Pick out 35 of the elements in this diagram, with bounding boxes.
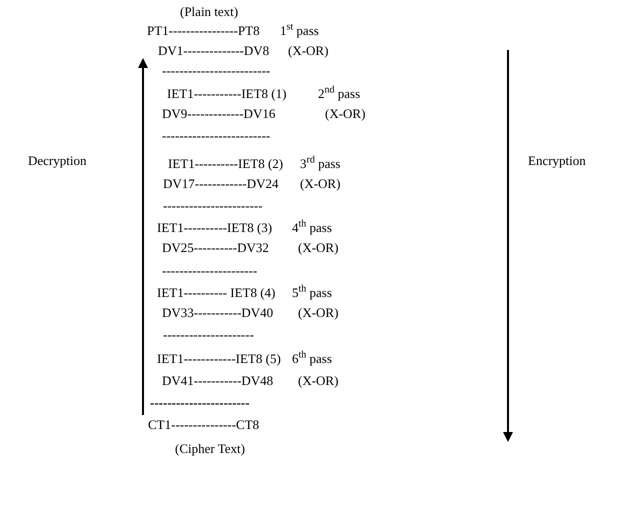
block-row: DV1--------------DV8	[158, 42, 270, 60]
block-row: IET1---------- IET8 (4)	[157, 284, 276, 302]
direction-label: Decryption	[28, 152, 86, 170]
separator-line: -------------------------	[162, 62, 270, 80]
block-row: DV17------------DV24	[163, 175, 279, 193]
pass-label: 6$^{th}$ pass	[292, 350, 332, 368]
pass-label: 1$^{st}$ pass	[280, 22, 319, 40]
block-row: IET1------------IET8 (5)	[157, 350, 281, 368]
separator-line: ----------------------	[162, 262, 258, 280]
direction-label: Encryption	[528, 152, 586, 170]
operation-label: (X-OR)	[298, 304, 338, 322]
block-row: DV41-----------DV48	[162, 372, 274, 390]
operation-label: (X-OR)	[300, 175, 340, 193]
separator-line: ---------------------	[163, 326, 254, 344]
block-row: IET1-----------IET8 (1)	[167, 85, 286, 103]
operation-label: (X-OR)	[298, 372, 338, 390]
block-row: DV33-----------DV40	[162, 304, 274, 322]
operation-label: (X-OR)	[298, 239, 338, 257]
pass-label: 3$^{rd}$ pass	[300, 155, 340, 173]
block-row: IET1----------IET8 (2)	[168, 155, 284, 173]
pass-label: 2$^{nd}$ pass	[318, 85, 360, 103]
block-row: DV9-------------DV16	[162, 105, 276, 123]
pass-label: 5$^{th}$ pass	[292, 284, 332, 302]
block-row: DV25----------DV32	[162, 239, 269, 257]
heading: (Plain text)	[180, 3, 238, 21]
operation-label: (X-OR)	[325, 105, 366, 123]
separator-line: -----------------------	[150, 394, 250, 412]
block-row: PT1----------------PT8	[147, 22, 260, 40]
separator-line: -------------------------	[162, 127, 270, 145]
operation-label: (X-OR)	[288, 42, 328, 60]
separator-line: -----------------------	[163, 197, 263, 215]
block-row: IET1----------IET8 (3)	[157, 219, 272, 237]
heading: (Cipher Text)	[175, 440, 245, 458]
pass-label: 4$^{th}$ pass	[292, 219, 332, 237]
block-row: CT1---------------CT8	[148, 416, 260, 434]
